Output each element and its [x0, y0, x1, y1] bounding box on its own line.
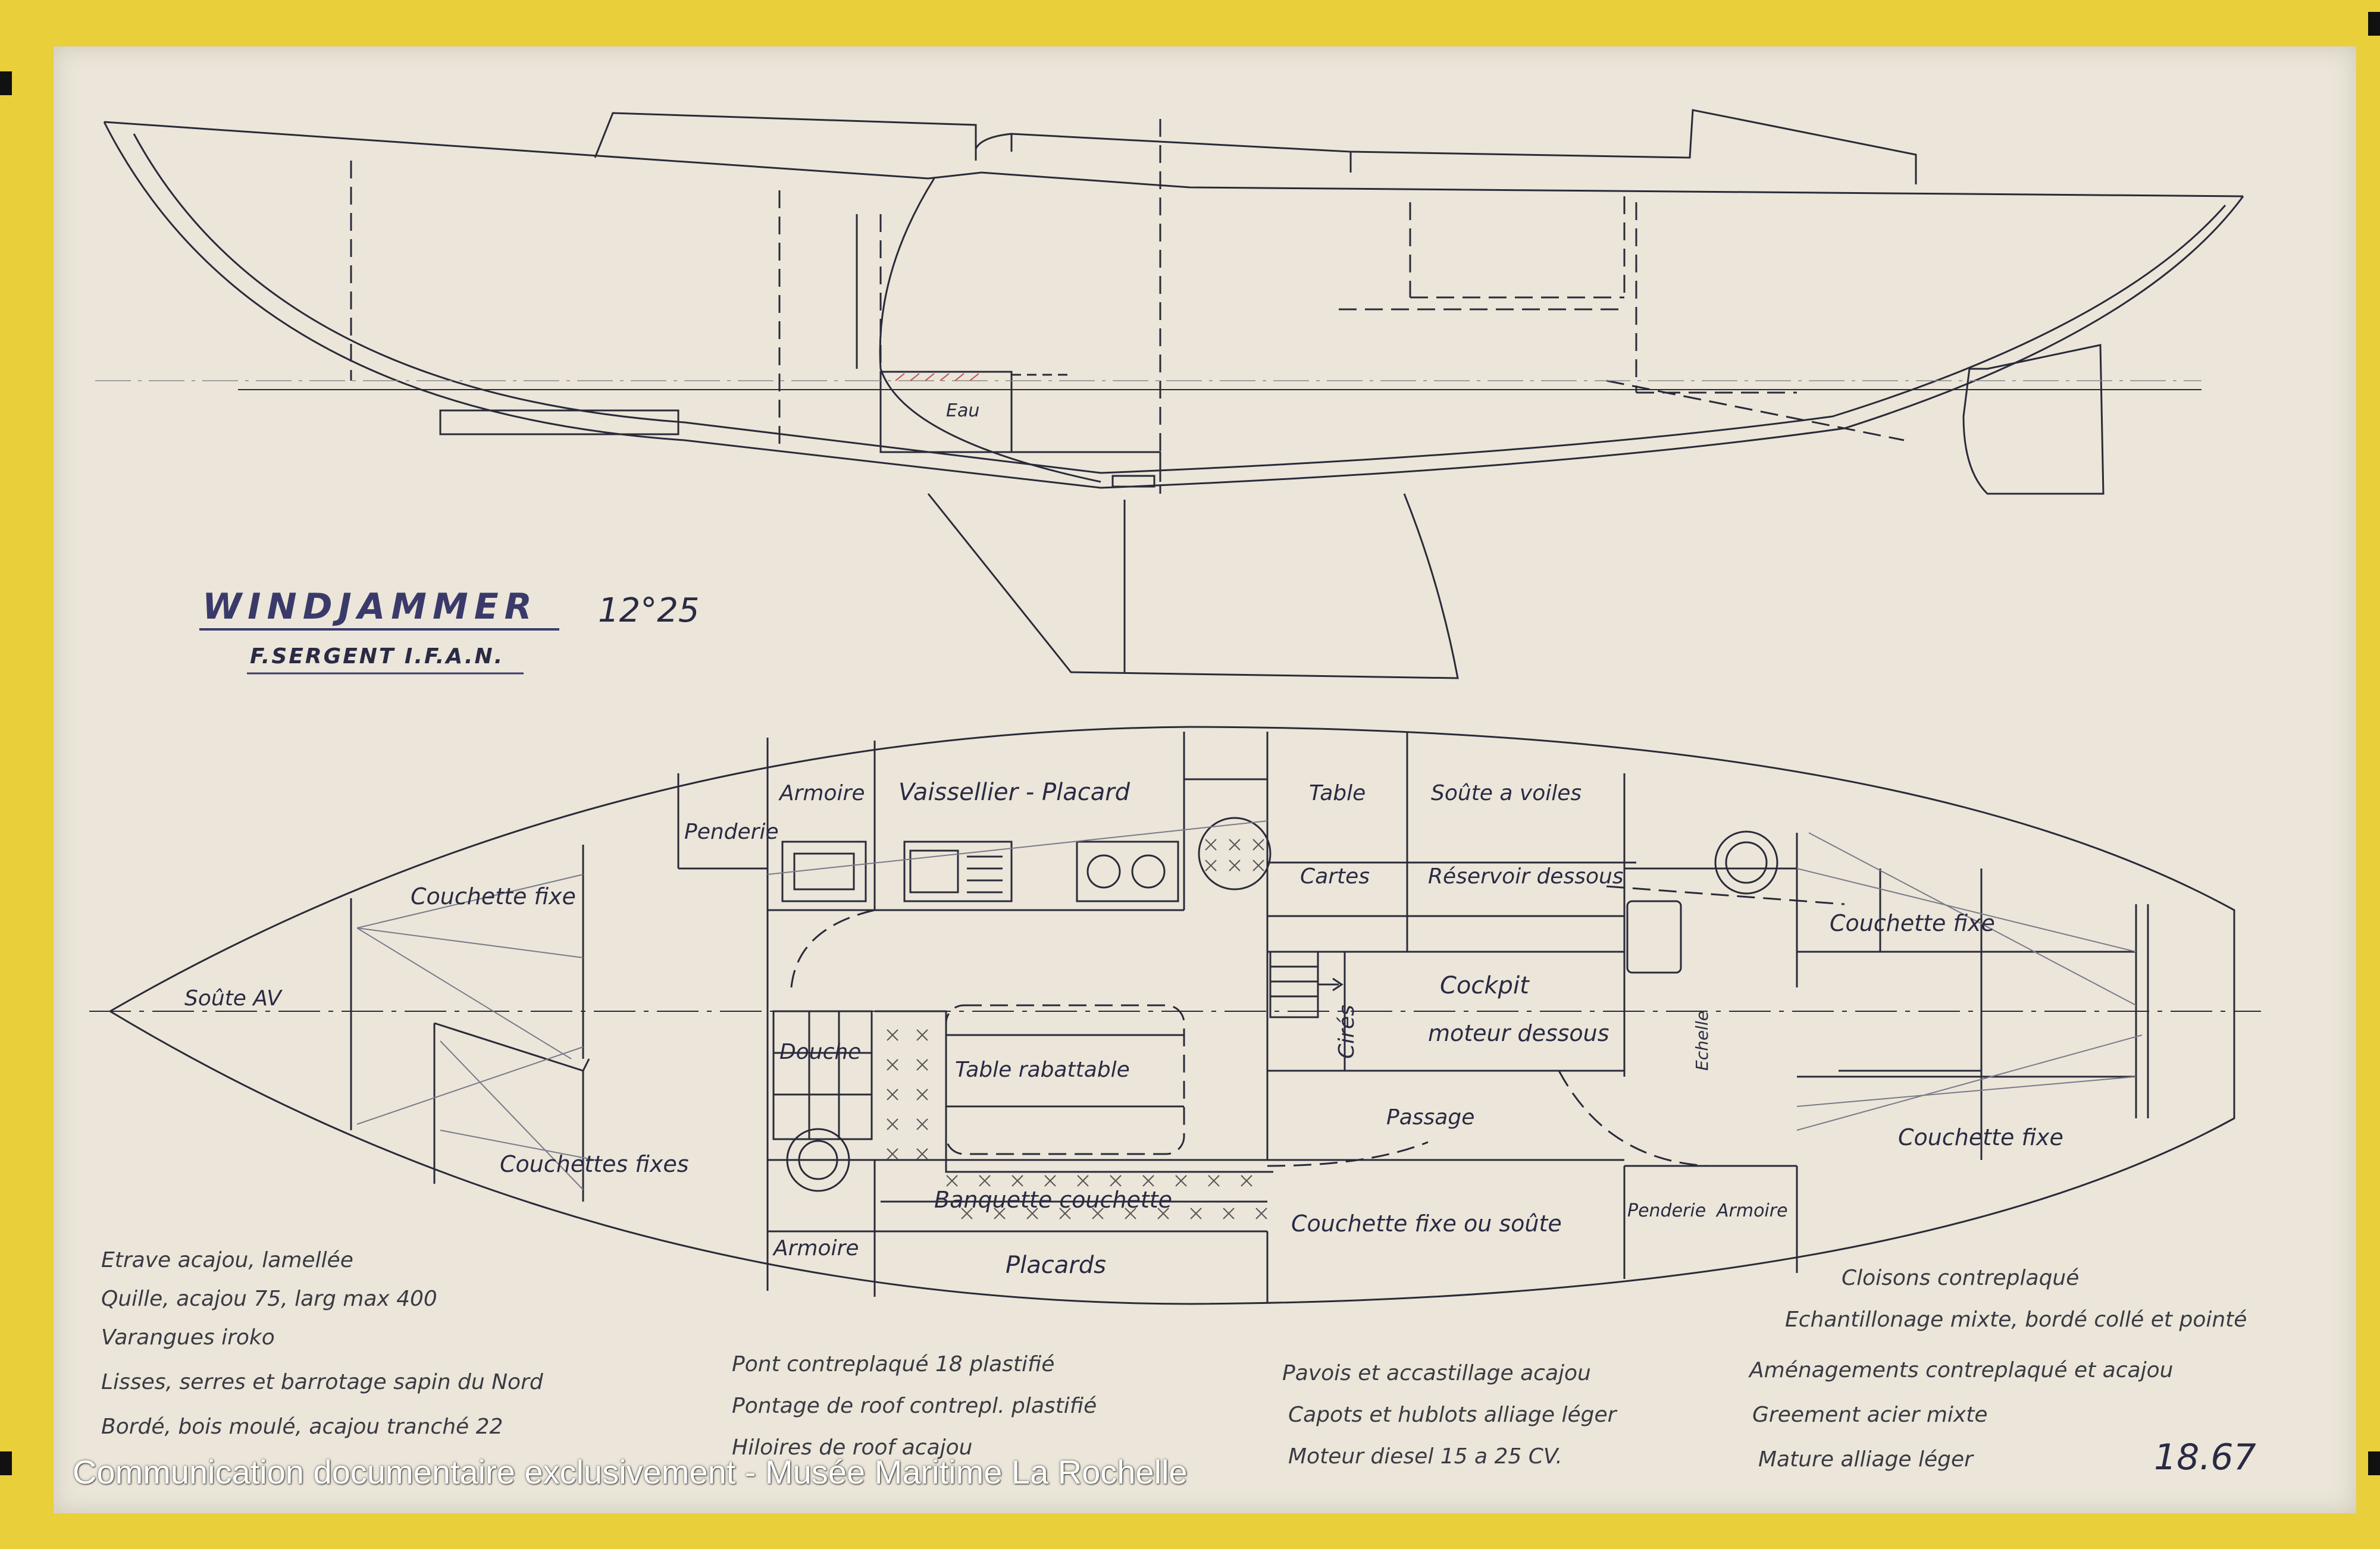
watermark-caption: Communication documentaire exclusivement…	[73, 1453, 1188, 1491]
note-line: Quille, acajou 75, larg max 400	[101, 1287, 437, 1311]
companionway-steps	[1269, 951, 1344, 1018]
note-line: Varangues iroko	[101, 1325, 275, 1350]
note-line: Aménagements contreplaqué et acajou	[1748, 1358, 2173, 1382]
label-armoire-top: Armoire	[778, 781, 865, 805]
label-reservoir: Réservoir dessous	[1428, 864, 1624, 889]
note-line: Echantillonage mixte, bordé collé et poi…	[1785, 1307, 2247, 1332]
note-line: Moteur diesel 15 a 25 CV.	[1288, 1444, 1562, 1469]
plan-hidden-lines	[790, 885, 1845, 1167]
label-cires: Cirés	[1335, 1005, 1359, 1059]
note-line: Capots et hublots alliage léger	[1288, 1403, 1618, 1427]
label-moteur: moteur dessous	[1428, 1020, 1609, 1046]
note-line: Pont contreplaqué 18 plastifié	[732, 1352, 1054, 1376]
note-line: Greement acier mixte	[1752, 1403, 1987, 1427]
boat-name: WINDJAMMER	[202, 586, 538, 628]
note-line: Mature alliage léger	[1758, 1447, 1974, 1472]
note-line: Etrave acajou, lamellée	[101, 1248, 353, 1272]
notes-col2: Pont contreplaqué 18 plastifié Pontage d…	[732, 1352, 1097, 1460]
label-couchette-soute: Couchette fixe ou soûte	[1291, 1211, 1562, 1237]
berth-diagonals	[356, 820, 2143, 1190]
label-cartes: Cartes	[1300, 864, 1370, 889]
notes-col4: Cloisons contreplaqué Echantillonage mix…	[1748, 1266, 2247, 1472]
label-douche: Douche	[779, 1040, 861, 1064]
note-line: Bordé, bois moulé, acajou tranché 22	[101, 1415, 503, 1439]
bulkheads	[350, 732, 2149, 1303]
yacht-plan-drawing: WINDJAMMER 12°25 F.SERGENT I.F.A.N. Eau …	[89, 109, 2261, 1478]
clip-top-left	[0, 71, 12, 95]
hull-profile	[103, 109, 2244, 679]
hull-plan-outline	[89, 726, 2261, 1305]
notes-col3: Pavois et accastillage acajou Capots et …	[1282, 1361, 1618, 1469]
drawing-sheet: WINDJAMMER 12°25 F.SERGENT I.F.A.N. Eau …	[54, 46, 2356, 1513]
banquette-hatching	[887, 839, 1267, 1219]
profile-hidden-lines	[350, 119, 1905, 494]
clip-bottom-left	[0, 1451, 12, 1475]
label-echelle: Echelle	[1692, 1011, 1712, 1071]
shower-and-wc	[772, 830, 1778, 1192]
label-cockpit: Cockpit	[1440, 972, 1530, 999]
label-couchette-fixe-aft-bottom: Couchette fixe	[1898, 1124, 2063, 1150]
note-line: Pontage de roof contrepl. plastifié	[732, 1394, 1097, 1418]
label-banquette: Banquette couchette	[934, 1187, 1172, 1213]
note-line: Hiloires de roof acajou	[732, 1435, 972, 1460]
label-soute-voiles: Soûte a voiles	[1431, 781, 1582, 805]
label-armoire-bottom: Armoire	[772, 1236, 859, 1260]
designer-label: F.SERGENT I.F.A.N.	[250, 644, 504, 669]
label-table: Table	[1309, 781, 1366, 805]
clip-bottom-right	[2368, 1451, 2380, 1475]
label-soute-av: Soûte AV	[184, 986, 283, 1011]
label-couchette-fixe-fore: Couchette fixe	[411, 883, 576, 910]
label-vaissellier: Vaissellier - Placard	[898, 779, 1130, 806]
clip-top-right	[2368, 12, 2380, 36]
label-table-rabattable: Table rabattable	[955, 1058, 1130, 1082]
notes-col1: Etrave acajou, lamellée Quille, acajou 7…	[101, 1248, 544, 1439]
boat-length: 12°25	[598, 591, 700, 630]
label-placards: Placards	[1006, 1252, 1106, 1279]
label-couchette-fixe-aft-top: Couchette fixe	[1830, 910, 1995, 936]
label-passage: Passage	[1386, 1105, 1474, 1130]
dinette	[875, 1004, 1273, 1203]
archive-number: 18.67	[2154, 1437, 2256, 1478]
label-penderie: Penderie	[684, 820, 779, 844]
note-line: Lisses, serres et barrotage sapin du Nor…	[101, 1370, 544, 1394]
label-couchettes-fixes: Couchettes fixes	[500, 1151, 689, 1177]
label-eau: Eau	[946, 400, 979, 421]
galley-counter	[781, 817, 1272, 902]
note-line: Cloisons contreplaqué	[1842, 1266, 2079, 1290]
label-armoire-aft: Armoire	[1715, 1200, 1788, 1221]
label-penderie-aft: Penderie	[1627, 1200, 1706, 1221]
hatched-tank	[895, 373, 979, 381]
note-line: Pavois et accastillage acajou	[1282, 1361, 1591, 1385]
